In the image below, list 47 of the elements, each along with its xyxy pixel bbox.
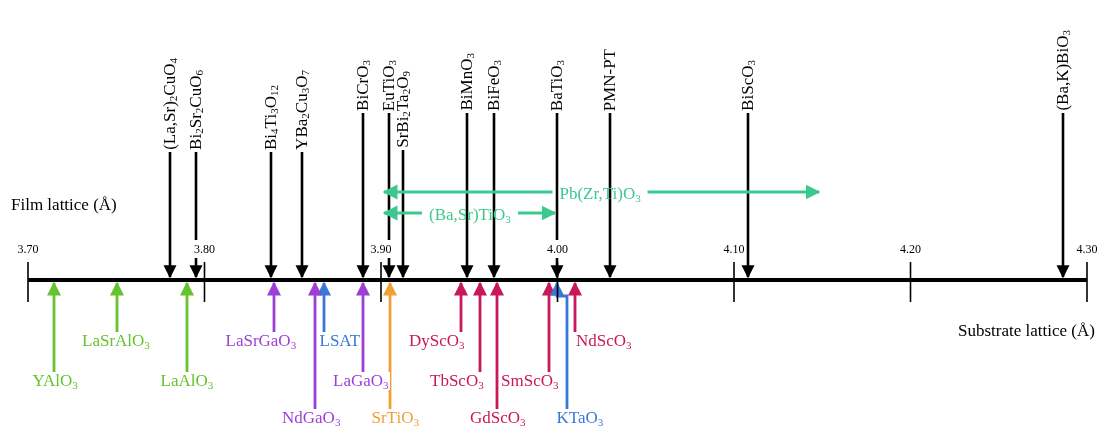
arrow [163,152,177,279]
arrow [356,281,370,372]
axis-bar [28,278,1087,282]
tick-label: 3.80 [194,240,215,258]
arrow [460,113,474,279]
material-label: SmScO$_{3}$ [500,372,560,390]
arrow [490,281,504,409]
material-label: LaGaO$_{3}$ [332,372,390,390]
arrow [550,281,569,409]
arrow [741,113,755,279]
arrow [1056,113,1070,279]
arrow [189,152,203,279]
material-label: LaSrAlO$_{3}$ [81,332,151,350]
axis-title: Film lattice (Å) [10,196,118,214]
arrow [180,281,194,372]
material-label: GdScO$_{3}$ [469,409,527,427]
arrow [542,281,556,372]
arrow [487,113,501,279]
arrow [267,281,281,332]
material-label: TbScO$_{3}$ [429,372,485,390]
axis-title: Substrate lattice (Å) [957,322,1096,340]
arrow [317,281,331,332]
tick-label: 4.00 [547,240,568,258]
arrow [308,281,322,409]
material-label: LaSrGaO$_{3}$ [224,332,298,350]
material-label: LaAlO$_{3}$ [159,372,215,390]
arrow [603,113,617,279]
arrow [356,113,370,279]
arrow [382,113,396,279]
arrow [47,281,61,372]
arrow [568,281,582,332]
tick-label: 3.90 [370,240,392,258]
arrow [550,113,564,279]
material-label: NdGaO$_{3}$ [281,409,342,427]
arrow [110,281,124,332]
arrow [383,281,397,409]
arrow [295,152,309,279]
arrow [264,152,278,279]
arrow [473,281,487,372]
material-label: KTaO$_{3}$ [555,409,605,427]
material-label: NdScO$_{3}$ [575,332,633,350]
arrow [454,281,468,332]
material-label: YAlO$_{3}$ [31,372,79,390]
material-label: DyScO$_{3}$ [408,332,466,350]
material-label: SrTiO$_{3}$ [370,409,420,427]
material-label: PMN-PT [601,49,619,112]
arrow [396,150,410,279]
